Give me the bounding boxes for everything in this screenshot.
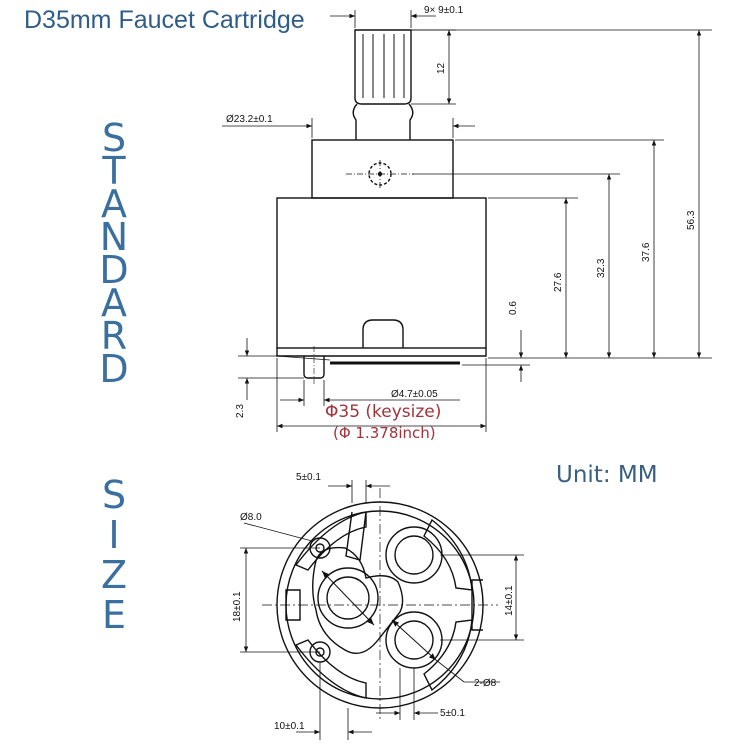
side-letter: N xyxy=(99,215,129,259)
seal-offset-dimension: 0.6 xyxy=(508,301,519,315)
side-dimensions xyxy=(222,10,712,432)
bottom-left-dimension: 10±0.1 xyxy=(274,721,305,732)
pin-height-dimension: 2.3 xyxy=(235,404,246,418)
height-276-dimension: 27.6 xyxy=(553,272,564,292)
stem-height-dimension: 12 xyxy=(436,62,447,74)
side-letter: A xyxy=(101,281,127,325)
rib xyxy=(423,518,473,591)
spline-dimension: 9× 9±0.1 xyxy=(424,5,464,16)
unit-label: Unit: MM xyxy=(556,462,658,488)
diagram-title: D35mm Faucet Cartridge xyxy=(24,6,305,34)
upper-body xyxy=(311,139,454,199)
side-letter: S xyxy=(101,473,127,517)
side-letter: D xyxy=(99,347,129,391)
side-letter: S xyxy=(101,116,127,160)
pin-diameter-dimension: Ø4.7±0.05 xyxy=(391,389,438,400)
rim-notch xyxy=(471,579,483,631)
port-hole-dimension: 2-Ø8 xyxy=(474,678,497,689)
side-letter: I xyxy=(108,513,120,557)
side-letter: A xyxy=(101,182,127,226)
height-376-dimension: 37.6 xyxy=(641,242,652,262)
stem-spline-grooves xyxy=(362,34,405,98)
port-hole xyxy=(317,567,379,629)
body-notch xyxy=(362,319,404,348)
rib xyxy=(294,639,367,699)
side-letter: T xyxy=(102,149,126,193)
base-lip xyxy=(276,348,487,357)
side-letter: R xyxy=(100,314,128,358)
side-letter: D xyxy=(99,248,129,292)
keysize-inch-label: (Φ 1.378inch) xyxy=(333,424,436,442)
right-spacing-dimension: 14±0.1 xyxy=(504,585,515,616)
side-view xyxy=(276,29,487,384)
total-height-dimension: 56.3 xyxy=(686,210,697,230)
size-label: S I Z E xyxy=(92,475,136,635)
locating-pin xyxy=(303,356,325,379)
bottom-right-dimension: 5±0.1 xyxy=(440,708,465,719)
top-offset-dimension: 5±0.1 xyxy=(296,472,321,483)
rib xyxy=(345,511,367,561)
left-spacing-dimension: 18±0.1 xyxy=(232,591,243,622)
rib xyxy=(294,511,367,571)
bottom-dimensions xyxy=(240,480,524,740)
rib xyxy=(285,589,301,621)
stem-spline xyxy=(354,29,412,105)
stem-neck xyxy=(352,103,414,140)
pin-hole-dimension: Ø8.0 xyxy=(240,512,262,523)
height-323-dimension: 32.3 xyxy=(596,258,607,278)
rib xyxy=(423,619,473,692)
standard-size-label: S T A N D A R D xyxy=(92,116,136,391)
keysize-label: Φ35 (keysize) xyxy=(325,402,442,422)
side-letter: Z xyxy=(100,553,128,597)
stem-diameter-dimension: Ø23.2±0.1 xyxy=(226,114,273,125)
side-letter: E xyxy=(101,593,126,637)
bottom-view xyxy=(262,488,498,722)
main-body xyxy=(276,197,487,349)
inner-web xyxy=(312,546,404,654)
